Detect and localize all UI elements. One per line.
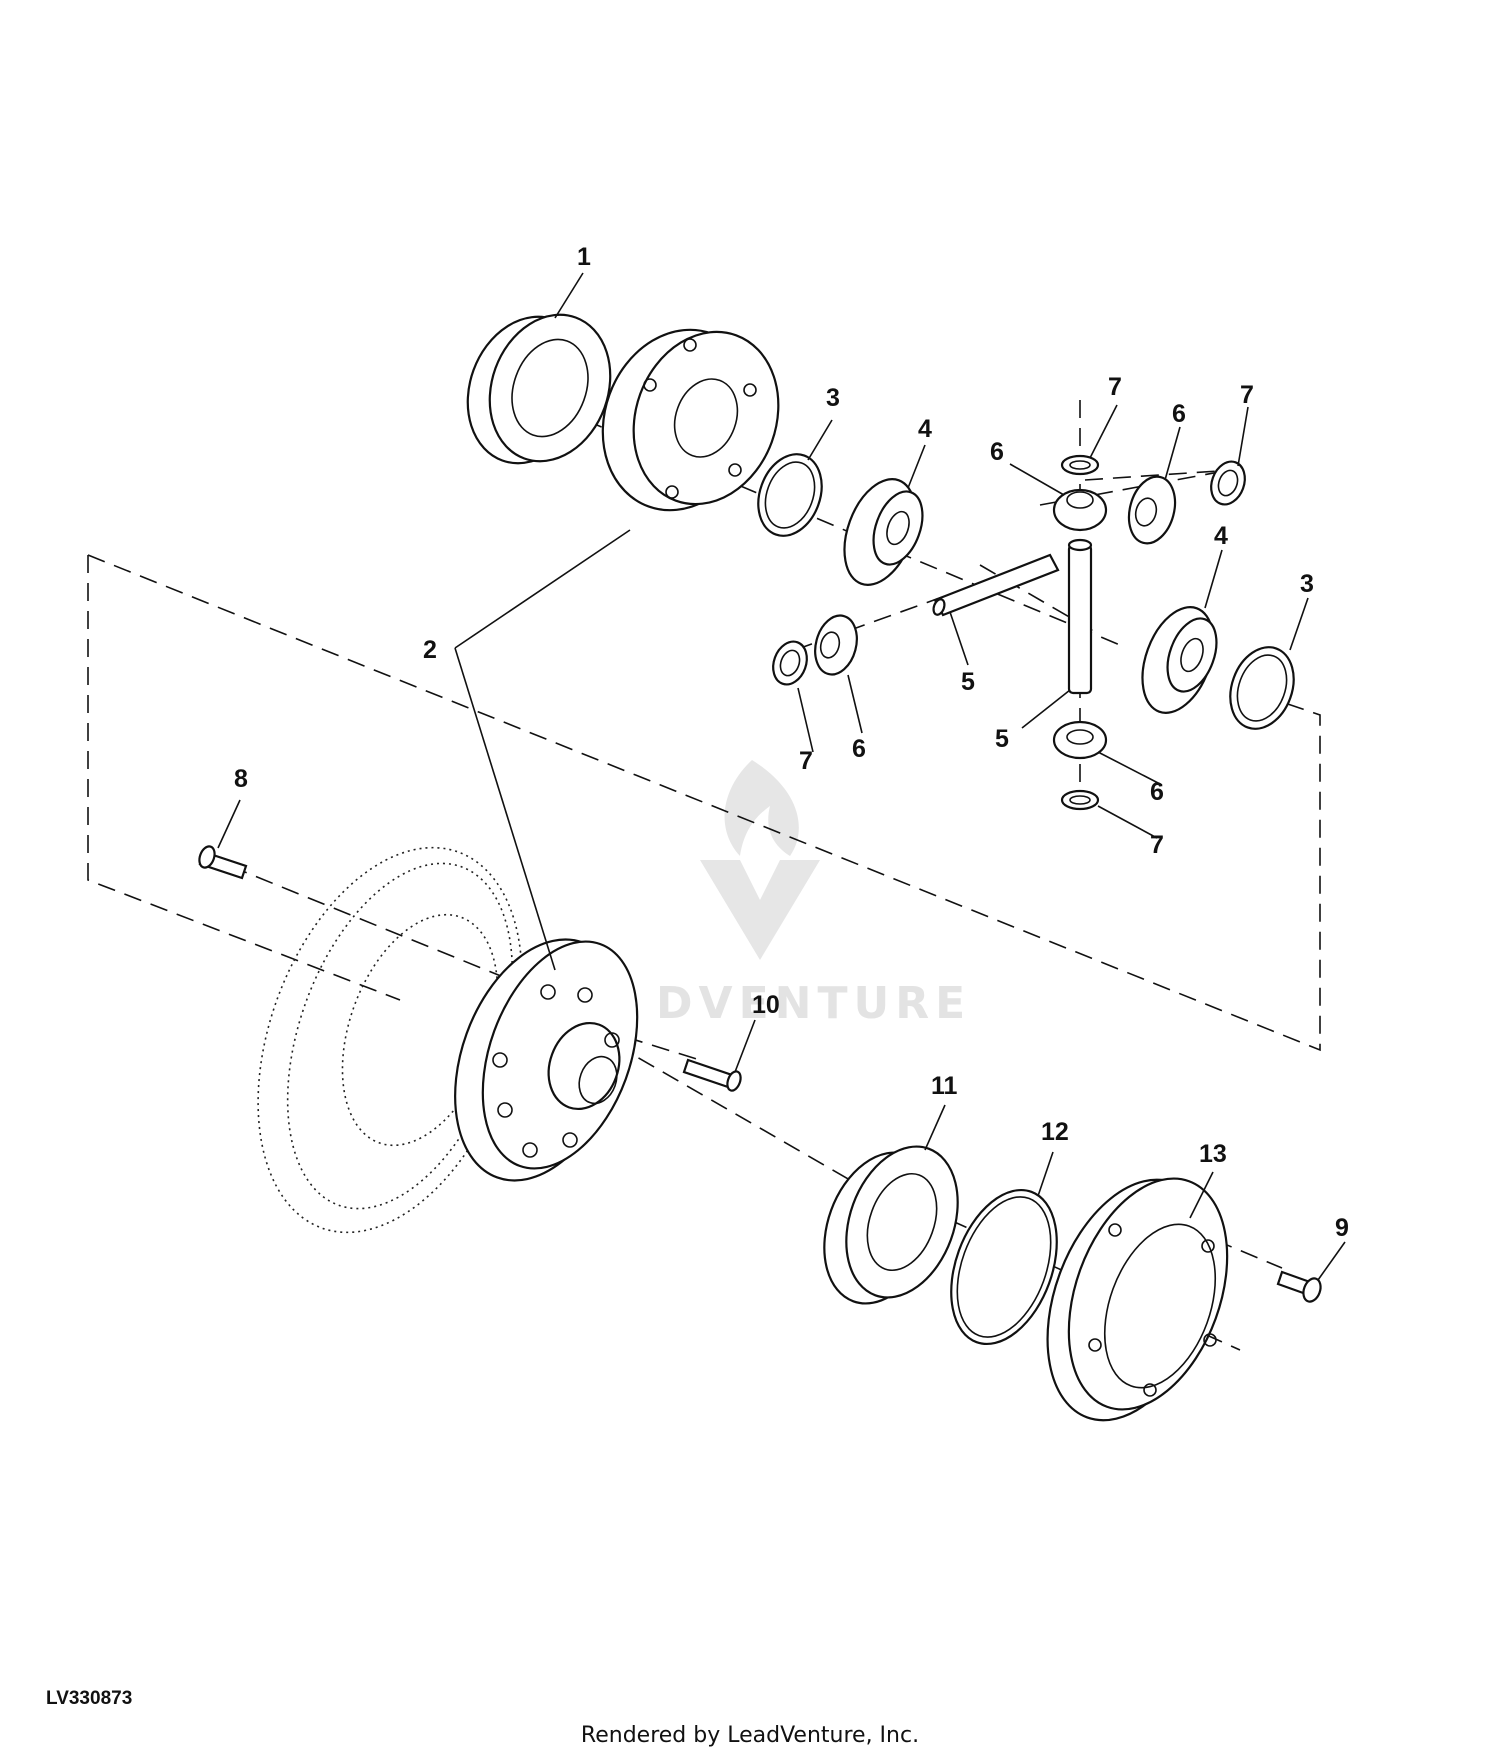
watermark-text: DVENTURE	[656, 978, 971, 1029]
part-6-pinion-gear-right	[1127, 475, 1177, 545]
callout-labels: 1 2 3 3 4 4 5 5 6 6 6 6 7 7 7 7 8 9 10 1…	[234, 243, 1349, 1242]
part-7-washer-bottom	[1060, 789, 1100, 811]
drawing-id: LV330873	[46, 1688, 133, 1709]
callout-3-right: 3	[1300, 570, 1314, 598]
part-1-bearing	[466, 313, 612, 465]
part-8-bolt	[198, 845, 248, 880]
callout-5-long: 5	[995, 725, 1009, 753]
callout-7-top: 7	[1108, 373, 1122, 401]
callout-4-right: 4	[1214, 522, 1228, 550]
callout-12: 12	[1041, 1118, 1069, 1146]
part-7-washer-left	[772, 640, 808, 686]
part-5-pinion-shaft-long	[1067, 538, 1093, 695]
callout-5-short: 5	[961, 668, 975, 696]
callout-10: 10	[752, 991, 780, 1019]
callout-7-bottom: 7	[1150, 831, 1164, 859]
callout-13: 13	[1199, 1140, 1227, 1168]
part-6-pinion-gear-bottom	[1052, 720, 1108, 760]
callout-11: 11	[931, 1072, 958, 1100]
callout-9: 9	[1335, 1214, 1349, 1242]
callout-7-left: 7	[799, 747, 813, 775]
part-6-pinion-gear-left	[814, 614, 858, 676]
callout-6-bottom: 6	[1150, 778, 1164, 806]
callout-2: 2	[423, 636, 437, 664]
callout-6-left: 6	[852, 735, 866, 763]
callout-4-left: 4	[918, 415, 932, 443]
part-11-bearing	[823, 1145, 959, 1305]
callout-6-right: 6	[1172, 400, 1186, 428]
part-7-washer-right	[1210, 460, 1246, 506]
watermark-logo: DVENTURE	[656, 760, 971, 1029]
part-2-differential-case-upper	[601, 328, 780, 512]
callout-8: 8	[234, 765, 248, 793]
footer-credit: Rendered by LeadVenture, Inc.	[580, 1723, 920, 1748]
part-7-washer-top	[1060, 454, 1100, 476]
part-6-pinion-gear-top	[1052, 488, 1108, 532]
callout-7-right: 7	[1240, 381, 1254, 409]
part-2-differential-case-lower	[454, 938, 639, 1182]
callout-1: 1	[577, 243, 591, 271]
part-9-bolt	[1276, 1270, 1322, 1303]
part-3-thrust-washer-right	[1229, 646, 1295, 730]
part-12-o-ring	[950, 1188, 1058, 1346]
part-4-side-gear-left	[843, 478, 924, 586]
part-3-thrust-washer-left	[757, 453, 823, 537]
callout-6-top: 6	[990, 438, 1004, 466]
callout-3-left: 3	[826, 384, 840, 412]
part-13-housing-cover	[1046, 1177, 1229, 1422]
leader-lines	[217, 272, 1346, 1281]
part-4-side-gear-right	[1141, 606, 1218, 714]
part-10-bolt	[682, 1058, 742, 1092]
part-5-pinion-shaft-short	[932, 553, 1060, 617]
